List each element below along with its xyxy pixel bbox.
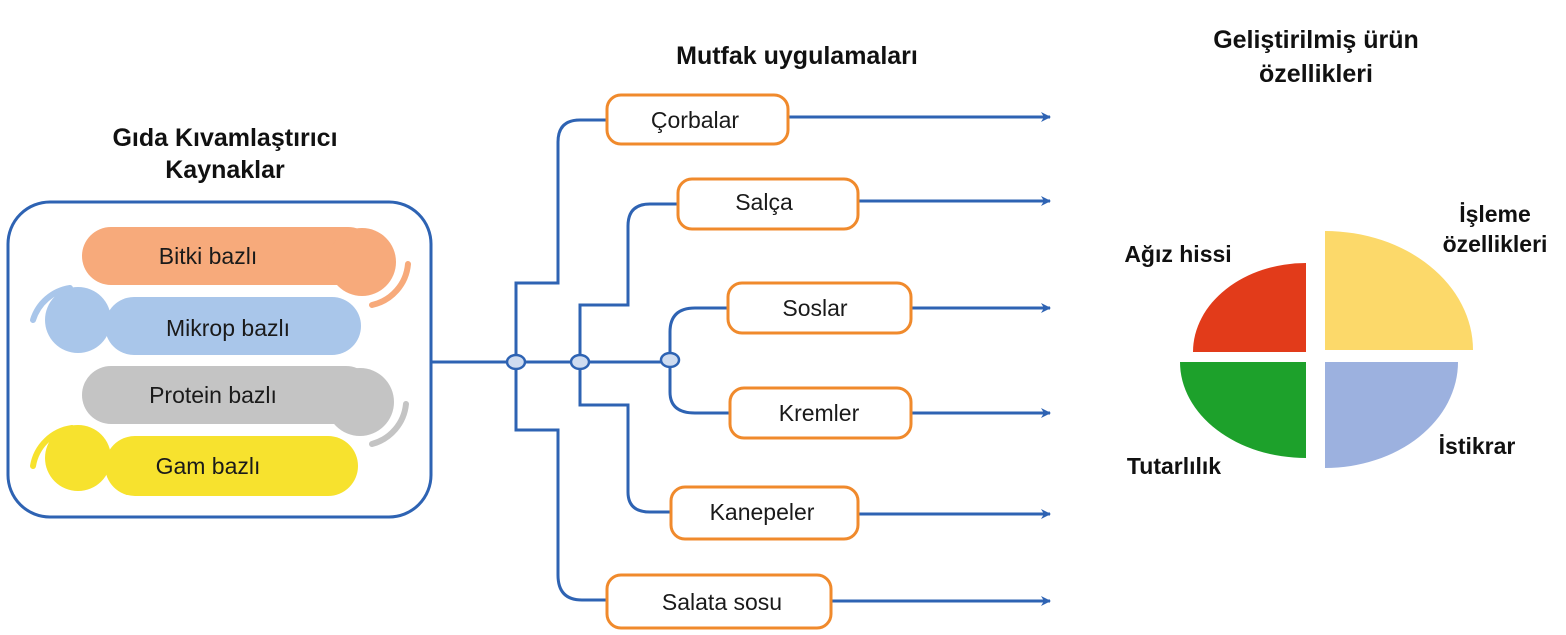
source-protein-based: Protein bazlı [82, 366, 409, 447]
app-box-kanepeler: Kanepeler [669, 485, 860, 541]
source-plant-based: Bitki bazlı [82, 227, 411, 308]
app-box-salca: Salça [676, 177, 860, 231]
junction-node-3 [659, 351, 681, 369]
app-label-kremler: Kremler [779, 400, 860, 426]
property-label-processing-1: İşleme [1459, 201, 1531, 227]
source-gum-based: Gam bazlı [30, 425, 358, 496]
app-label-salca: Salça [735, 189, 793, 215]
property-label-stability: İstikrar [1439, 433, 1516, 459]
quadrant-stability [1325, 362, 1458, 468]
quadrant-mouthfeel [1193, 263, 1306, 352]
source-label-microbe: Mikrop bazlı [166, 315, 290, 341]
source-label-plant: Bitki bazlı [159, 243, 257, 269]
source-label-gum: Gam bazlı [156, 453, 261, 479]
applications-title: Mutfak uygulamaları [676, 42, 918, 70]
app-label-soslar: Soslar [782, 295, 848, 321]
property-label-mouthfeel: Ağız hissi [1124, 241, 1231, 267]
app-box-kremler: Kremler [728, 386, 913, 440]
app-box-corbalar: Çorbalar [605, 93, 790, 146]
app-label-salata-sosu: Salata sosu [662, 589, 782, 615]
app-label-kanepeler: Kanepeler [710, 499, 815, 525]
property-label-consistency: Tutarlılık [1127, 453, 1221, 479]
source-microbe-based: Mikrop bazlı [30, 285, 361, 355]
junction-node-2 [569, 353, 591, 371]
properties-title-line2: özellikleri [1259, 60, 1373, 88]
quadrant-processing [1325, 231, 1473, 350]
properties-quadrants [1180, 231, 1473, 468]
app-box-salata-sosu: Salata sosu [605, 573, 833, 630]
quadrant-consistency [1180, 362, 1306, 458]
sources-title-line1: Gıda Kıvamlaştırıcı [112, 124, 337, 152]
connector-tree [431, 112, 1051, 606]
property-label-processing-2: özellikleri [1443, 231, 1548, 257]
app-box-soslar: Soslar [726, 281, 913, 335]
app-label-corbalar: Çorbalar [651, 107, 740, 133]
sources-title-line2: Kaynaklar [165, 156, 285, 184]
junction-node-1 [505, 353, 527, 371]
properties-title-line1: Geliştirilmiş ürün [1213, 26, 1419, 54]
source-label-protein: Protein bazlı [149, 382, 277, 408]
